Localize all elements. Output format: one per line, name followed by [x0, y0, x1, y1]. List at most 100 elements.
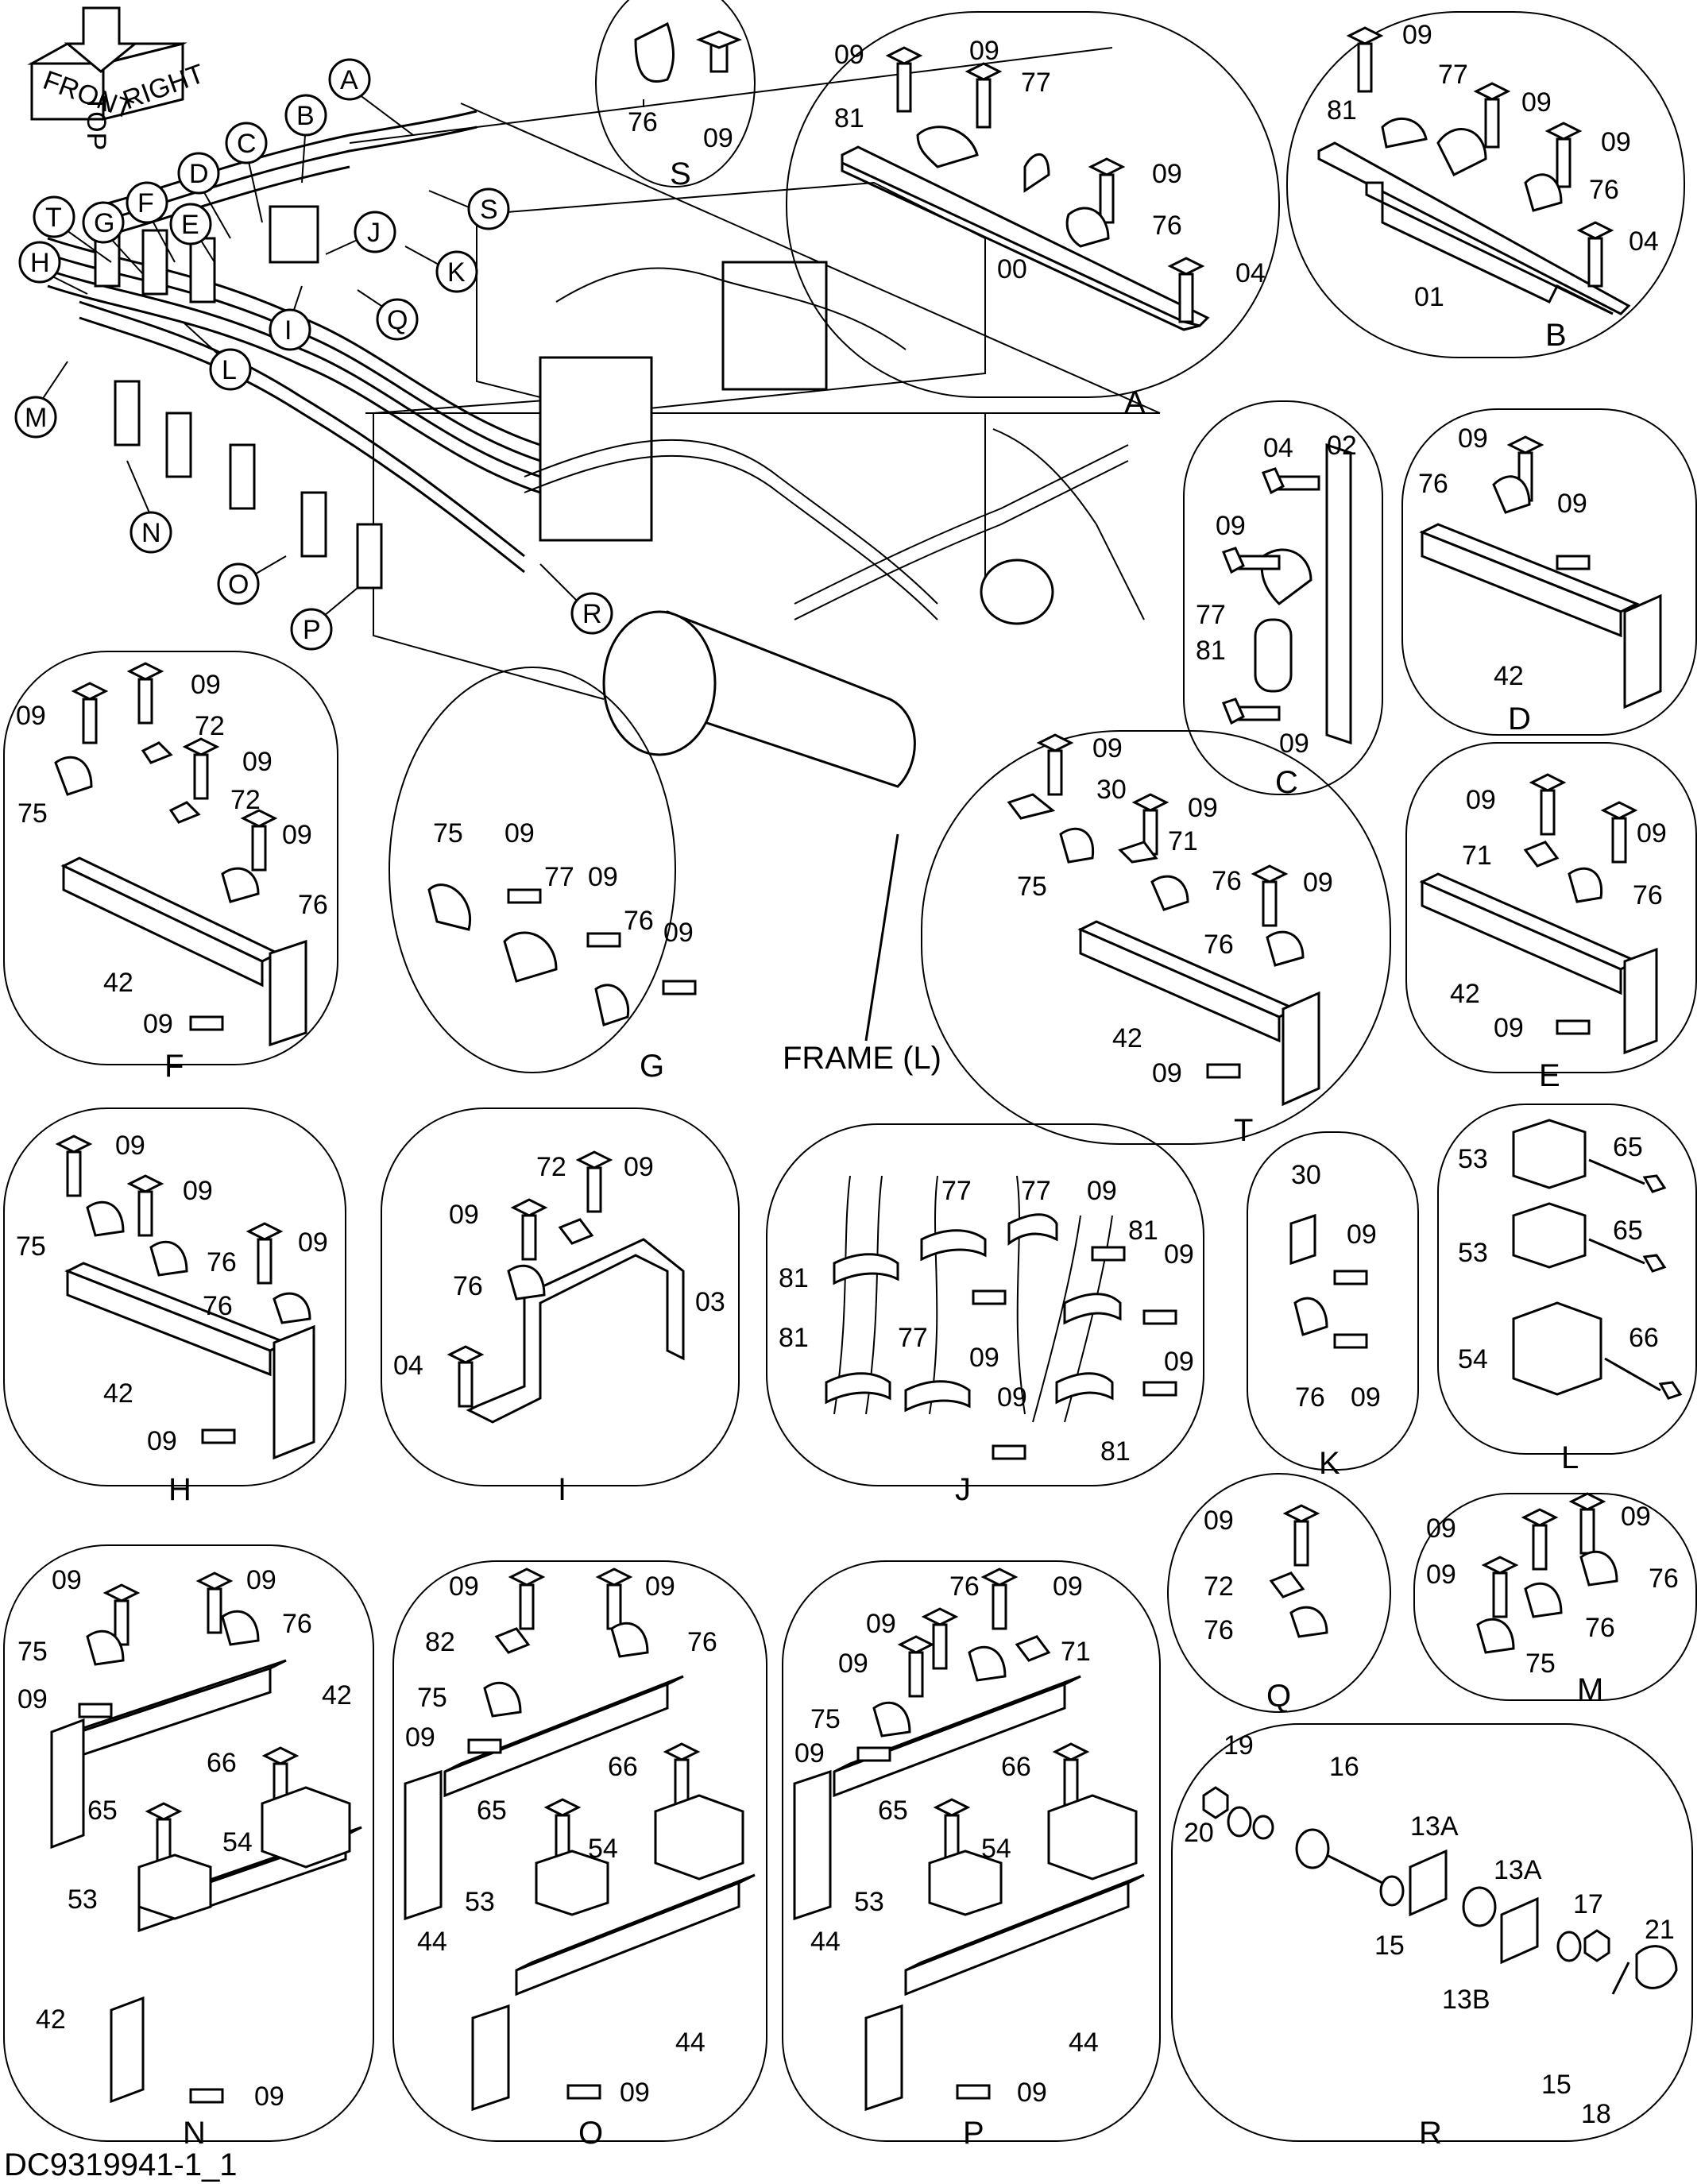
- detail-t-label-9: 09: [1152, 1058, 1182, 1088]
- detail-n-label-1: 09: [246, 1565, 276, 1595]
- callout-a: A: [340, 65, 358, 95]
- detail-o-label-8: 54: [588, 1834, 618, 1864]
- detail-d: 09 76 09 42 D: [1401, 408, 1697, 736]
- detail-j-title: J: [955, 1472, 971, 1507]
- callout-m: M: [25, 403, 47, 433]
- detail-t-label-1: 30: [1096, 775, 1127, 805]
- detail-f-label-2: 72: [195, 711, 225, 741]
- detail-i-label-0: 72: [536, 1152, 566, 1182]
- detail-j-label-10: 09: [1164, 1347, 1194, 1377]
- detail-b-label-4: 09: [1601, 127, 1631, 157]
- callout-b: B: [296, 101, 315, 131]
- detail-b-label-1: 77: [1438, 60, 1468, 90]
- detail-l-label-5: 66: [1629, 1323, 1659, 1353]
- callout-l: L: [222, 355, 237, 385]
- detail-g-label-3: 09: [588, 862, 618, 892]
- detail-g-label-5: 09: [663, 918, 694, 948]
- detail-j-label-6: 09: [969, 1343, 999, 1373]
- detail-h-label-4: 09: [298, 1227, 328, 1258]
- detail-k: 30 09 76 09 K: [1247, 1131, 1419, 1481]
- overview-assembly: FRAME (L): [47, 47, 1161, 1076]
- detail-p-title: P: [963, 2116, 984, 2151]
- callout-h: H: [30, 248, 50, 278]
- detail-b-label-3: 09: [1521, 87, 1552, 118]
- detail-f-label-6: 09: [282, 820, 312, 850]
- detail-a-label-6: 04: [1235, 258, 1266, 288]
- detail-a-label-2: 77: [1021, 68, 1051, 98]
- detail-h-label-1: 09: [183, 1176, 213, 1206]
- detail-a-label-0: 09: [834, 40, 864, 70]
- detail-p-label-6: 09: [794, 1738, 825, 1768]
- detail-k-label-0: 30: [1291, 1160, 1321, 1190]
- detail-o-label-6: 66: [608, 1752, 638, 1782]
- detail-m-label-2: 09: [1426, 1560, 1456, 1590]
- detail-f-label-5: 75: [17, 798, 48, 829]
- detail-g: 75 09 77 09 76 09 G: [389, 667, 697, 1084]
- detail-k-label-1: 09: [1347, 1220, 1377, 1250]
- detail-p: 09 76 09 71 09 75 09 66 65 54 53 44 44 0…: [782, 1560, 1161, 2151]
- detail-g-title: G: [640, 1049, 664, 1084]
- detail-l-title: L: [1561, 1440, 1579, 1475]
- detail-e-label-1: 09: [1637, 818, 1667, 848]
- detail-f-label-7: 76: [298, 890, 328, 920]
- detail-p-label-10: 53: [854, 1887, 884, 1917]
- detail-j-label-9: 09: [997, 1382, 1027, 1413]
- detail-o-label-12: 09: [620, 2078, 650, 2108]
- detail-s-label-0: 76: [628, 107, 658, 137]
- detail-e-label-4: 42: [1450, 979, 1480, 1009]
- detail-a-title: A: [1124, 385, 1146, 420]
- detail-c-label-3: 77: [1196, 600, 1226, 630]
- detail-c: 02 04 09 77 81 09 C: [1183, 400, 1383, 800]
- detail-d-label-3: 42: [1494, 661, 1524, 691]
- detail-e-label-3: 76: [1633, 880, 1663, 910]
- callout-j: J: [367, 218, 381, 248]
- detail-r-label-7: 17: [1573, 1889, 1603, 1919]
- detail-l-label-4: 54: [1458, 1344, 1488, 1374]
- detail-n-label-0: 09: [52, 1565, 82, 1595]
- detail-a-label-7: 00: [997, 254, 1027, 284]
- detail-f-label-8: 42: [103, 968, 133, 998]
- detail-i-title: I: [558, 1472, 566, 1507]
- detail-n-label-11: 09: [254, 2082, 284, 2112]
- detail-d-title: D: [1508, 702, 1531, 736]
- detail-c-label-4: 81: [1196, 636, 1226, 666]
- detail-r-label-8: 21: [1645, 1915, 1675, 1945]
- detail-t-label-6: 75: [1017, 872, 1047, 902]
- detail-a-label-1: 09: [969, 36, 999, 66]
- detail-b-label-6: 04: [1629, 226, 1659, 257]
- detail-k-label-2: 76: [1295, 1382, 1325, 1413]
- detail-n-label-2: 76: [282, 1609, 312, 1639]
- detail-h: 09 09 75 76 09 76 42 09 H: [3, 1107, 346, 1507]
- detail-j: 77 77 09 81 81 09 09 81 77 09 09 81 J: [766, 1123, 1204, 1507]
- detail-f-label-3: 09: [242, 747, 273, 777]
- detail-h-label-2: 75: [16, 1231, 46, 1262]
- callout-d: D: [189, 159, 209, 189]
- detail-t: 09 30 09 71 76 09 75 76 42 09 T: [921, 730, 1391, 1148]
- detail-n-label-4: 42: [322, 1680, 352, 1710]
- frame-label: FRAME (L): [783, 1041, 941, 1076]
- detail-t-label-0: 09: [1092, 733, 1123, 763]
- orientation-top-label: TOP: [81, 95, 111, 150]
- screws-a: [885, 46, 1205, 323]
- detail-j-label-11: 81: [1100, 1436, 1131, 1467]
- callout-o: O: [228, 570, 249, 600]
- detail-b: 09 77 81 09 09 76 04 01 B: [1286, 11, 1685, 358]
- detail-g-label-0: 75: [433, 818, 463, 848]
- detail-m-title: M: [1577, 1672, 1603, 1707]
- callout-c: C: [237, 129, 257, 159]
- detail-f-label-0: 09: [16, 701, 46, 731]
- detail-r-label-4: 13A: [1494, 1855, 1542, 1885]
- detail-i-label-4: 03: [695, 1287, 725, 1317]
- detail-d-label-2: 09: [1557, 489, 1587, 519]
- detail-t-label-2: 09: [1188, 793, 1218, 823]
- detail-n-label-3: 75: [17, 1637, 48, 1667]
- detail-f-title: F: [164, 1049, 184, 1084]
- detail-o-label-11: 44: [675, 2027, 706, 2058]
- detail-s: 76 09 S: [595, 0, 756, 191]
- overview-callouts: A B C D E F G H I J K L M N O P Q R S T: [14, 58, 613, 651]
- detail-c-label-0: 02: [1327, 431, 1357, 461]
- detail-j-label-4: 81: [1128, 1216, 1158, 1246]
- detail-r-label-0: 19: [1224, 1730, 1254, 1761]
- detail-a-label-3: 81: [834, 103, 864, 133]
